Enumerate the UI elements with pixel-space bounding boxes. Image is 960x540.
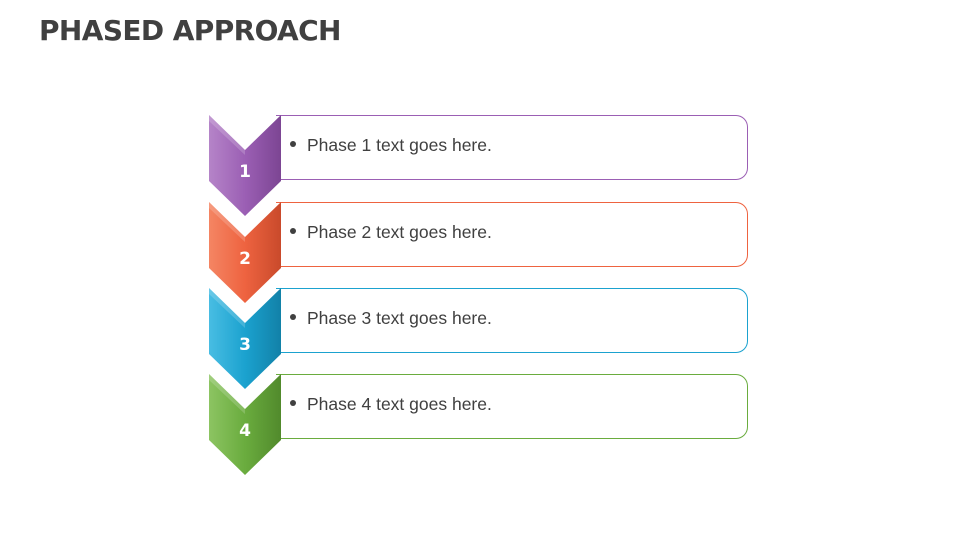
phase-text: Phase 4 text goes here. (290, 394, 492, 415)
chevron-down-icon (209, 202, 281, 303)
phase-text: Phase 3 text goes here. (290, 308, 492, 329)
phase-label: Phase 2 text goes here. (307, 222, 492, 242)
phase-number: 1 (239, 162, 251, 182)
chevron-down-icon (209, 288, 281, 389)
phase-number: 3 (239, 335, 251, 355)
phase-number: 4 (239, 421, 251, 441)
phase-item-4: Phase 4 text goes here. 4 (0, 374, 960, 475)
page-title: PHASED APPROACH (39, 14, 341, 47)
phase-text-box: Phase 2 text goes here. (276, 202, 748, 267)
phase-text: Phase 2 text goes here. (290, 222, 492, 243)
phase-label: Phase 1 text goes here. (307, 135, 492, 155)
phase-text: Phase 1 text goes here. (290, 135, 492, 156)
phase-item-2: Phase 2 text goes here. 2 (0, 202, 960, 303)
chevron-down-icon (209, 374, 281, 475)
phase-number: 2 (239, 249, 251, 269)
bullet-icon (290, 228, 296, 235)
phase-item-1: Phase 1 text goes here. 1 (0, 115, 960, 216)
phase-label: Phase 3 text goes here. (307, 308, 492, 328)
chevron-down-icon (209, 115, 281, 216)
bullet-icon (290, 400, 296, 407)
bullet-icon (290, 141, 296, 148)
phase-item-3: Phase 3 text goes here. 3 (0, 288, 960, 389)
bullet-icon (290, 314, 296, 321)
phase-text-box: Phase 4 text goes here. (276, 374, 748, 439)
phase-text-box: Phase 1 text goes here. (276, 115, 748, 180)
phase-label: Phase 4 text goes here. (307, 394, 492, 414)
phase-text-box: Phase 3 text goes here. (276, 288, 748, 353)
